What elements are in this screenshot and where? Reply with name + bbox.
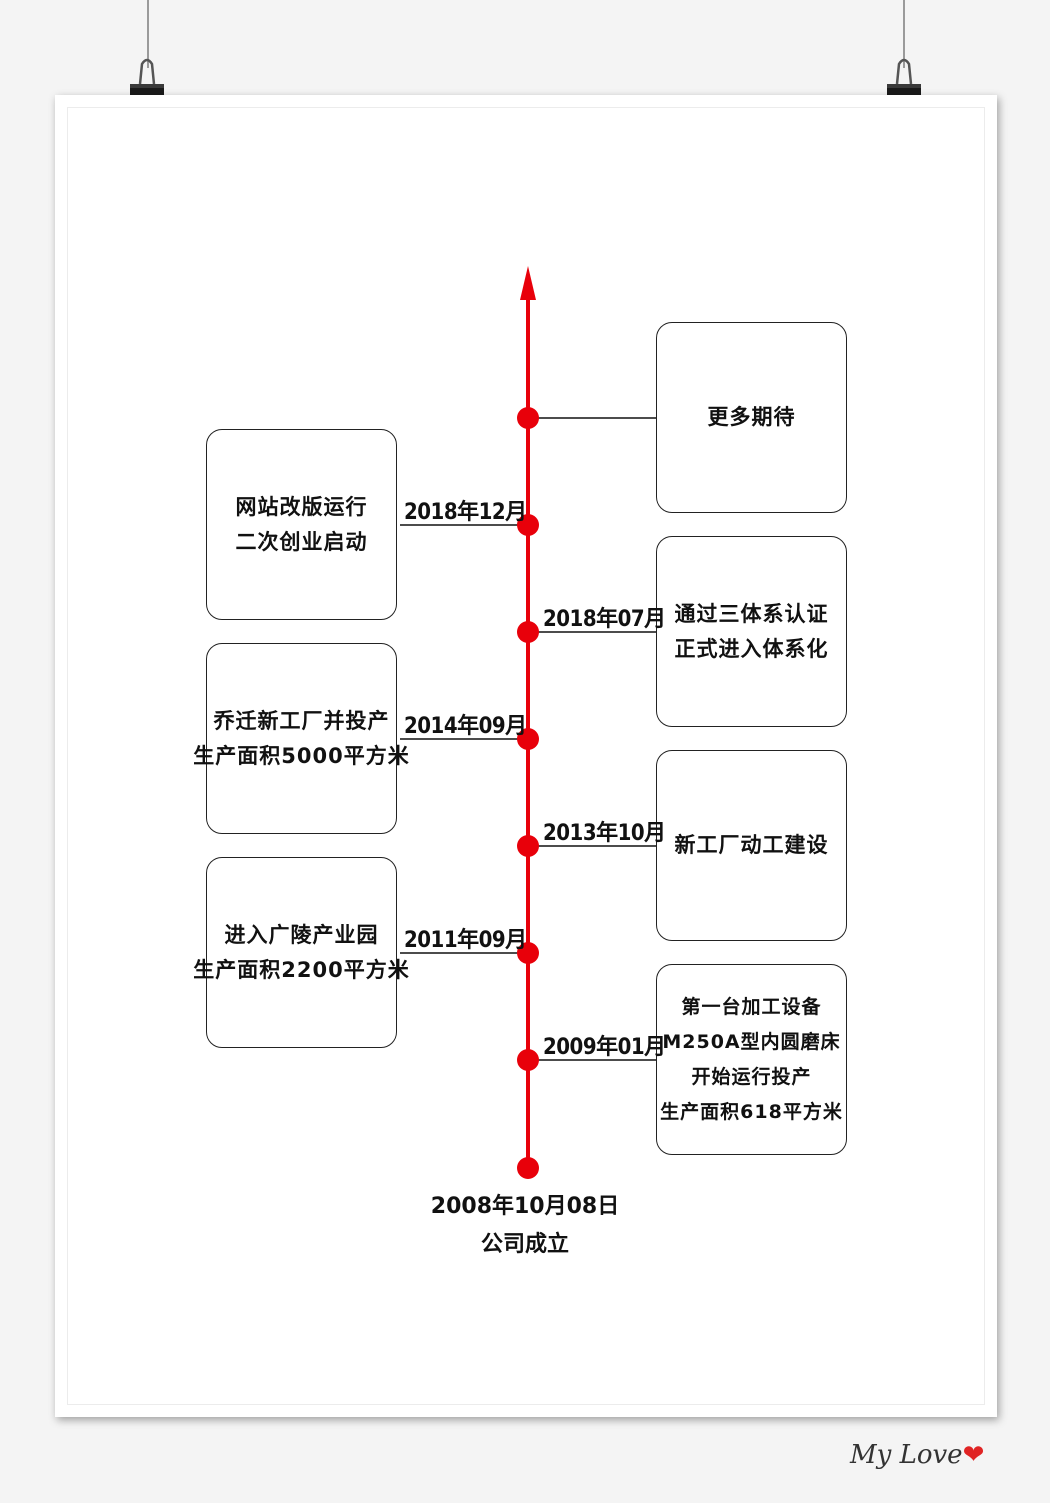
event-text: 第一台加工设备 M250A型内圆磨床 开始运行投产 生产面积618平方米 — [660, 990, 843, 1130]
founding-label: 2008年10月08日 公司成立 — [400, 1188, 650, 1264]
date-label: 2013年10月 — [543, 821, 666, 846]
event-box-right: 更多期待 — [656, 322, 847, 513]
timeline-dot — [517, 1049, 539, 1071]
timeline-dot — [517, 407, 539, 429]
event-text: 更多期待 — [708, 400, 796, 435]
date-label: 2014年09月 — [404, 714, 527, 739]
timeline-dot — [517, 621, 539, 643]
event-line: 二次创业启动 — [235, 529, 368, 554]
timeline-dot — [517, 728, 539, 750]
event-line: 正式进入体系化 — [674, 636, 829, 661]
event-box-right: 新工厂动工建设 — [656, 750, 847, 941]
heart-icon: ❤ — [962, 1440, 985, 1470]
timeline-dot — [517, 514, 539, 536]
event-line: 第一台加工设备 — [681, 995, 822, 1018]
event-line: 乔迁新工厂并投产 — [213, 708, 390, 733]
event-line: 进入广陵产业园 — [224, 922, 379, 947]
hanging-string-left — [147, 0, 149, 68]
hanging-string-right — [903, 0, 905, 68]
event-line: 新工厂动工建设 — [674, 833, 829, 857]
signature: My Love❤ — [850, 1440, 984, 1470]
poster-inner-frame — [67, 107, 985, 1405]
event-box-left: 进入广陵产业园 生产面积2200平方米 — [193, 857, 409, 1048]
date-label: 2011年09月 — [404, 928, 527, 953]
event-line: 生产面积618平方米 — [660, 1100, 843, 1123]
event-line: M250A型内圆磨床 — [662, 1030, 841, 1053]
timeline-dot — [517, 1157, 539, 1179]
event-box-left: 网站改版运行 二次创业启动 — [206, 429, 397, 620]
event-text: 进入广陵产业园 生产面积2200平方米 — [193, 918, 409, 988]
event-line: 开始运行投产 — [691, 1065, 812, 1088]
date-label: 2018年12月 — [404, 500, 527, 525]
event-box-left: 乔迁新工厂并投产 生产面积5000平方米 — [193, 643, 409, 834]
event-text: 通过三体系认证 正式进入体系化 — [675, 597, 829, 667]
event-box-right: 通过三体系认证 正式进入体系化 — [656, 536, 847, 727]
event-line: 更多期待 — [707, 405, 796, 429]
event-line: 网站改版运行 — [235, 494, 368, 519]
event-text: 乔迁新工厂并投产 生产面积5000平方米 — [193, 704, 409, 774]
timeline-arrowhead-icon — [520, 266, 536, 300]
signature-text: My Love — [850, 1440, 963, 1470]
founding-date: 2008年10月08日 — [430, 1194, 620, 1219]
timeline-dot — [517, 942, 539, 964]
event-line: 生产面积2200平方米 — [193, 957, 410, 982]
founding-text: 公司成立 — [480, 1232, 569, 1257]
event-text: 网站改版运行 二次创业启动 — [236, 490, 368, 560]
timeline-dot — [517, 835, 539, 857]
event-box-right: 第一台加工设备 M250A型内圆磨床 开始运行投产 生产面积618平方米 — [656, 964, 847, 1155]
date-label: 2009年01月 — [543, 1035, 666, 1060]
date-label: 2018年07月 — [543, 607, 666, 632]
event-line: 通过三体系认证 — [674, 601, 829, 626]
event-text: 新工厂动工建设 — [675, 828, 829, 863]
event-line: 生产面积5000平方米 — [193, 743, 410, 768]
